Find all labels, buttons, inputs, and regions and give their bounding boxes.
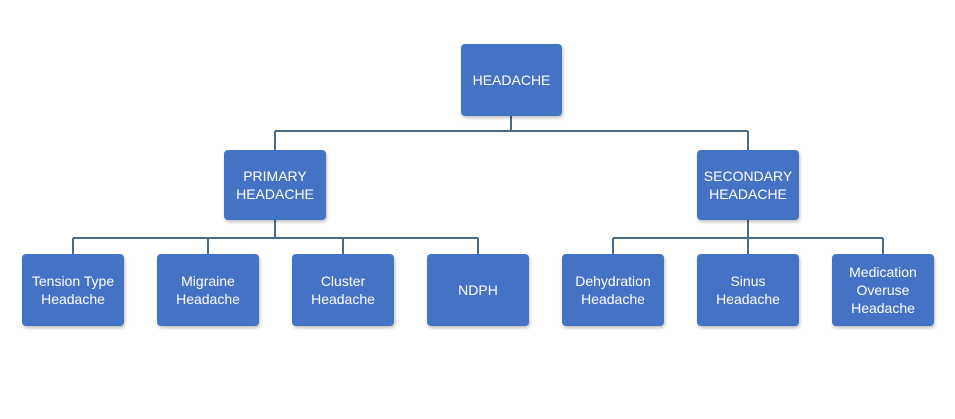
node-secondary-headache-line-2: HEADACHE: [709, 186, 787, 202]
node-migraine-headache-label: Migraine Headache: [176, 272, 240, 308]
node-cluster-line-1: Cluster: [320, 273, 366, 289]
node-ndph: NDPH: [427, 254, 529, 326]
node-dehydration-line-1: Dehydration: [575, 273, 651, 289]
node-ndph-label: NDPH: [458, 281, 498, 299]
node-medication-overuse-headache: Medication Overuse Headache: [832, 254, 934, 326]
node-dehydration-line-2: Headache: [581, 291, 645, 307]
node-tension-type-headache: Tension Type Headache: [22, 254, 124, 326]
node-sinus-line-1: Sinus: [730, 273, 766, 289]
node-sinus-headache: Sinus Headache: [697, 254, 799, 326]
node-medication-overuse-line-1: Medication: [849, 264, 917, 280]
node-migraine-line-2: Headache: [176, 291, 240, 307]
node-cluster-headache-label: Cluster Headache: [311, 272, 375, 308]
node-medication-overuse-headache-label: Medication Overuse Headache: [849, 263, 917, 317]
node-primary-headache-line-1: PRIMARY: [243, 168, 307, 184]
node-tension-type-line-1: Tension Type: [31, 273, 115, 289]
node-primary-headache-label: PRIMARY HEADACHE: [236, 167, 314, 203]
node-ndph-line-1: NDPH: [458, 282, 498, 298]
node-cluster-line-2: Headache: [311, 291, 375, 307]
node-sinus-line-2: Headache: [716, 291, 780, 307]
node-dehydration-headache: Dehydration Headache: [562, 254, 664, 326]
node-headache: HEADACHE: [461, 44, 562, 116]
node-cluster-headache: Cluster Headache: [292, 254, 394, 326]
node-secondary-headache: SECONDARY HEADACHE: [697, 150, 799, 220]
node-tension-type-line-2: Headache: [41, 291, 105, 307]
node-primary-headache-line-2: HEADACHE: [236, 186, 314, 202]
node-primary-headache: PRIMARY HEADACHE: [224, 150, 326, 220]
node-migraine-line-1: Migraine: [181, 273, 235, 289]
node-secondary-headache-label: SECONDARY HEADACHE: [704, 167, 792, 203]
node-headache-line-1: HEADACHE: [472, 72, 551, 88]
node-dehydration-headache-label: Dehydration Headache: [575, 272, 651, 308]
node-medication-overuse-line-2: Overuse: [856, 282, 910, 298]
node-migraine-headache: Migraine Headache: [157, 254, 259, 326]
node-secondary-headache-line-1: SECONDARY: [703, 168, 793, 184]
node-tension-type-headache-label: Tension Type Headache: [32, 272, 114, 308]
node-headache-label: HEADACHE: [473, 71, 551, 89]
node-medication-overuse-line-3: Headache: [851, 300, 915, 316]
node-sinus-headache-label: Sinus Headache: [716, 272, 780, 308]
